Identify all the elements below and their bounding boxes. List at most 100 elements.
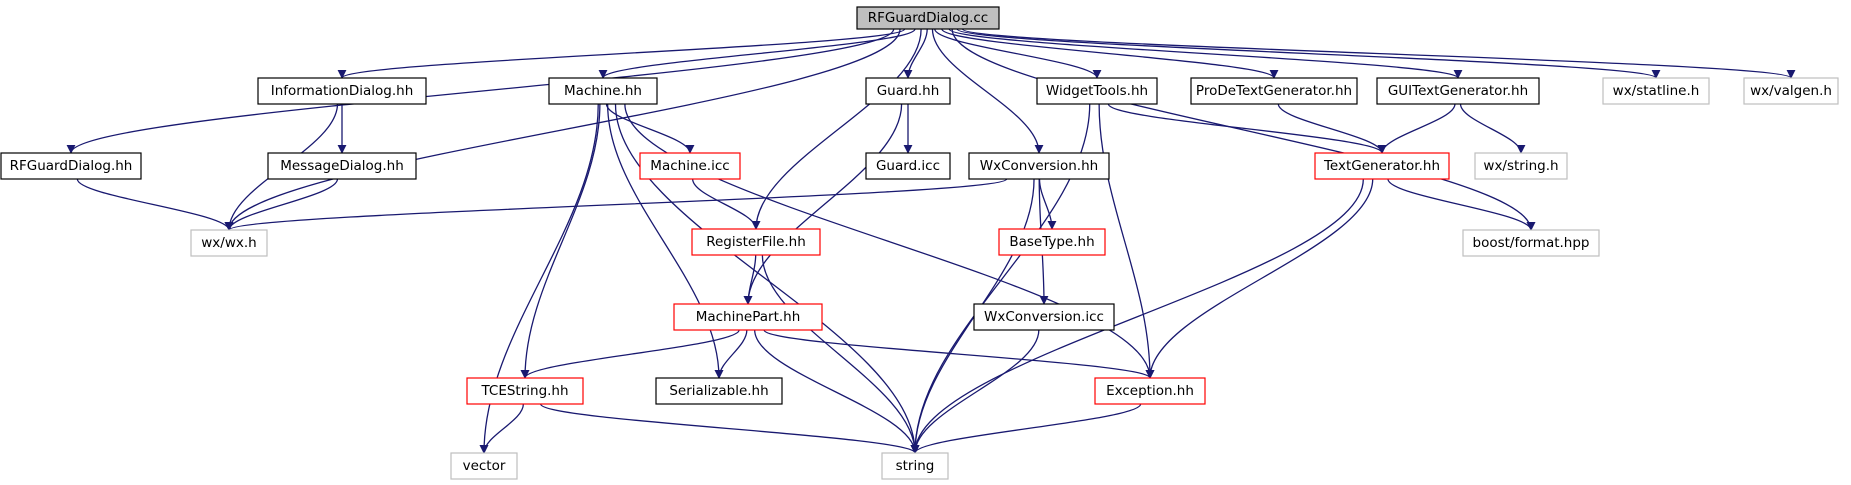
node-boost-format-hpp[interactable]: boost/format.hpp — [1462, 229, 1600, 257]
node-label: Exception.hh — [1106, 383, 1194, 399]
node-label: Machine.icc — [650, 158, 729, 174]
node-label: TCEString.hh — [480, 383, 568, 399]
edge-widgettools_hh-to-textgenerator_hh — [1107, 103, 1387, 154]
node-vector[interactable]: vector — [450, 452, 518, 480]
node-box — [1094, 377, 1206, 405]
node-rfguarddialog-hh[interactable]: RFGuardDialog.hh — [0, 152, 142, 180]
node-label: Guard.icc — [876, 158, 940, 174]
edge-messagedialog_hh-to-wx_h — [224, 178, 339, 231]
node-label: InformationDialog.hh — [271, 83, 414, 99]
node-root[interactable]: RFGuardDialog.cc — [856, 6, 1000, 30]
node-box — [998, 228, 1106, 256]
node-label: wx/statline.h — [1613, 83, 1700, 99]
node-wx-string-h[interactable]: wx/string.h — [1474, 152, 1568, 180]
edge-machinepart_hh-to-exception_hh — [763, 329, 1155, 379]
edge-root-to-rfguarddialog_hh — [66, 28, 895, 154]
node-box — [673, 303, 823, 331]
node-registerfile-hh[interactable]: RegisterFile.hh — [691, 228, 821, 256]
node-label: wx/string.h — [1483, 158, 1558, 174]
node-textgenerator-hh[interactable]: TextGenerator.hh — [1314, 152, 1450, 180]
edge-root-to-wx_valgen_h — [961, 28, 1796, 79]
node-box — [450, 452, 518, 480]
edge-machine_hh-to-exception_hh — [624, 103, 1155, 379]
node-exception-hh[interactable]: Exception.hh — [1094, 377, 1206, 405]
node-basetype-hh[interactable]: BaseType.hh — [998, 228, 1106, 256]
edge-root-to-registerfile_hh — [751, 28, 922, 230]
edge-root-to-informationdialog_hh — [337, 28, 906, 79]
node-label: WidgetTools.hh — [1046, 83, 1148, 99]
node-guard-hh[interactable]: Guard.hh — [865, 77, 951, 105]
node-label: RegisterFile.hh — [706, 234, 806, 250]
node-label: Guard.hh — [877, 83, 940, 99]
node-label: WxConversion.hh — [980, 158, 1098, 174]
node-box — [190, 229, 268, 257]
edge-wxconversion_icc-to-string — [910, 329, 1040, 454]
node-serializable-hh[interactable]: Serializable.hh — [655, 377, 783, 405]
node-tcestring-hh[interactable]: TCEString.hh — [466, 377, 584, 405]
node-wx-valgen-h[interactable]: wx/valgen.h — [1743, 77, 1839, 105]
node-guitextgenerator-hh[interactable]: GUITextGenerator.hh — [1376, 77, 1540, 105]
node-wx-statline-h[interactable]: wx/statline.h — [1602, 77, 1710, 105]
node-box — [1602, 77, 1710, 105]
edge-root-to-widgettools_hh — [934, 28, 1102, 79]
node-box — [968, 152, 1110, 180]
node-label: Serializable.hh — [669, 383, 768, 399]
node-messagedialog-hh[interactable]: MessageDialog.hh — [267, 152, 417, 180]
edge-guitextgenerator_hh-to-wx_string_h — [1459, 103, 1526, 154]
node-machine-hh[interactable]: Machine.hh — [548, 77, 658, 105]
edge-wxconversion_hh-to-wx_h — [224, 178, 1008, 231]
node-label: GUITextGenerator.hh — [1388, 83, 1528, 99]
node-wx-h[interactable]: wx/wx.h — [190, 229, 268, 257]
node-label: string — [896, 458, 935, 474]
node-label: TextGenerator.hh — [1323, 158, 1440, 174]
node-box — [1314, 152, 1450, 180]
edge-machine_hh-to-vector — [479, 103, 599, 454]
node-wxconversion-hh[interactable]: WxConversion.hh — [968, 152, 1110, 180]
node-label: RFGuardDialog.cc — [868, 10, 988, 26]
node-box — [267, 152, 417, 180]
edge-root-to-machine_hh — [598, 28, 916, 79]
node-box — [257, 77, 427, 105]
edge-tcestring_hh-to-vector — [479, 403, 525, 454]
edge-root-to-boost_format_hpp — [951, 28, 1536, 231]
node-wxconversion-icc[interactable]: WxConversion.icc — [973, 303, 1115, 331]
node-prodetextgenerator-hh[interactable]: ProDeTextGenerator.hh — [1190, 77, 1358, 105]
edge-root-to-wx_statline_h — [956, 28, 1661, 79]
node-box — [639, 152, 741, 180]
edge-widgettools_hh-to-exception_hh — [1098, 103, 1155, 379]
node-box — [466, 377, 584, 405]
node-label: boost/format.hpp — [1473, 235, 1590, 251]
edge-machine_hh-to-tcestring_hh — [520, 103, 601, 379]
node-machine-icc[interactable]: Machine.icc — [639, 152, 741, 180]
node-label: BaseType.hh — [1009, 234, 1094, 250]
edge-registerfile_hh-to-string — [761, 254, 920, 454]
edge-textgenerator_hh-to-boost_format_hpp — [1387, 178, 1536, 231]
edge-root-to-prodetextgenerator_hh — [941, 28, 1279, 79]
node-box — [1474, 152, 1568, 180]
edge-root-to-wx_h — [224, 28, 901, 231]
edge-tcestring_hh-to-string — [539, 403, 920, 454]
edge-rfguarddialog_hh-to-wx_h — [76, 178, 234, 231]
edge-root-to-guitextgenerator_hh — [948, 28, 1463, 79]
node-guard-icc[interactable]: Guard.icc — [865, 152, 951, 180]
node-box — [1462, 229, 1600, 257]
node-informationdialog-hh[interactable]: InformationDialog.hh — [257, 77, 427, 105]
node-box — [1036, 77, 1158, 105]
node-box — [0, 152, 142, 180]
node-machinepart-hh[interactable]: MachinePart.hh — [673, 303, 823, 331]
node-box — [865, 77, 951, 105]
node-box — [548, 77, 658, 105]
edge-guitextgenerator_hh-to-textgenerator_hh — [1377, 103, 1456, 154]
edge-root-to-wxconversion_hh — [931, 28, 1044, 154]
edge-machinepart_hh-to-serializable_hh — [714, 329, 748, 379]
node-label: wx/wx.h — [201, 235, 256, 251]
node-label: vector — [463, 458, 506, 474]
node-widgettools-hh[interactable]: WidgetTools.hh — [1036, 77, 1158, 105]
edge-guard_hh-to-machinepart_hh — [743, 103, 903, 305]
node-box — [691, 228, 821, 256]
edge-textgenerator_hh-to-exception_hh — [1145, 178, 1374, 379]
edge-layer — [66, 28, 1796, 454]
node-string[interactable]: string — [881, 452, 949, 480]
